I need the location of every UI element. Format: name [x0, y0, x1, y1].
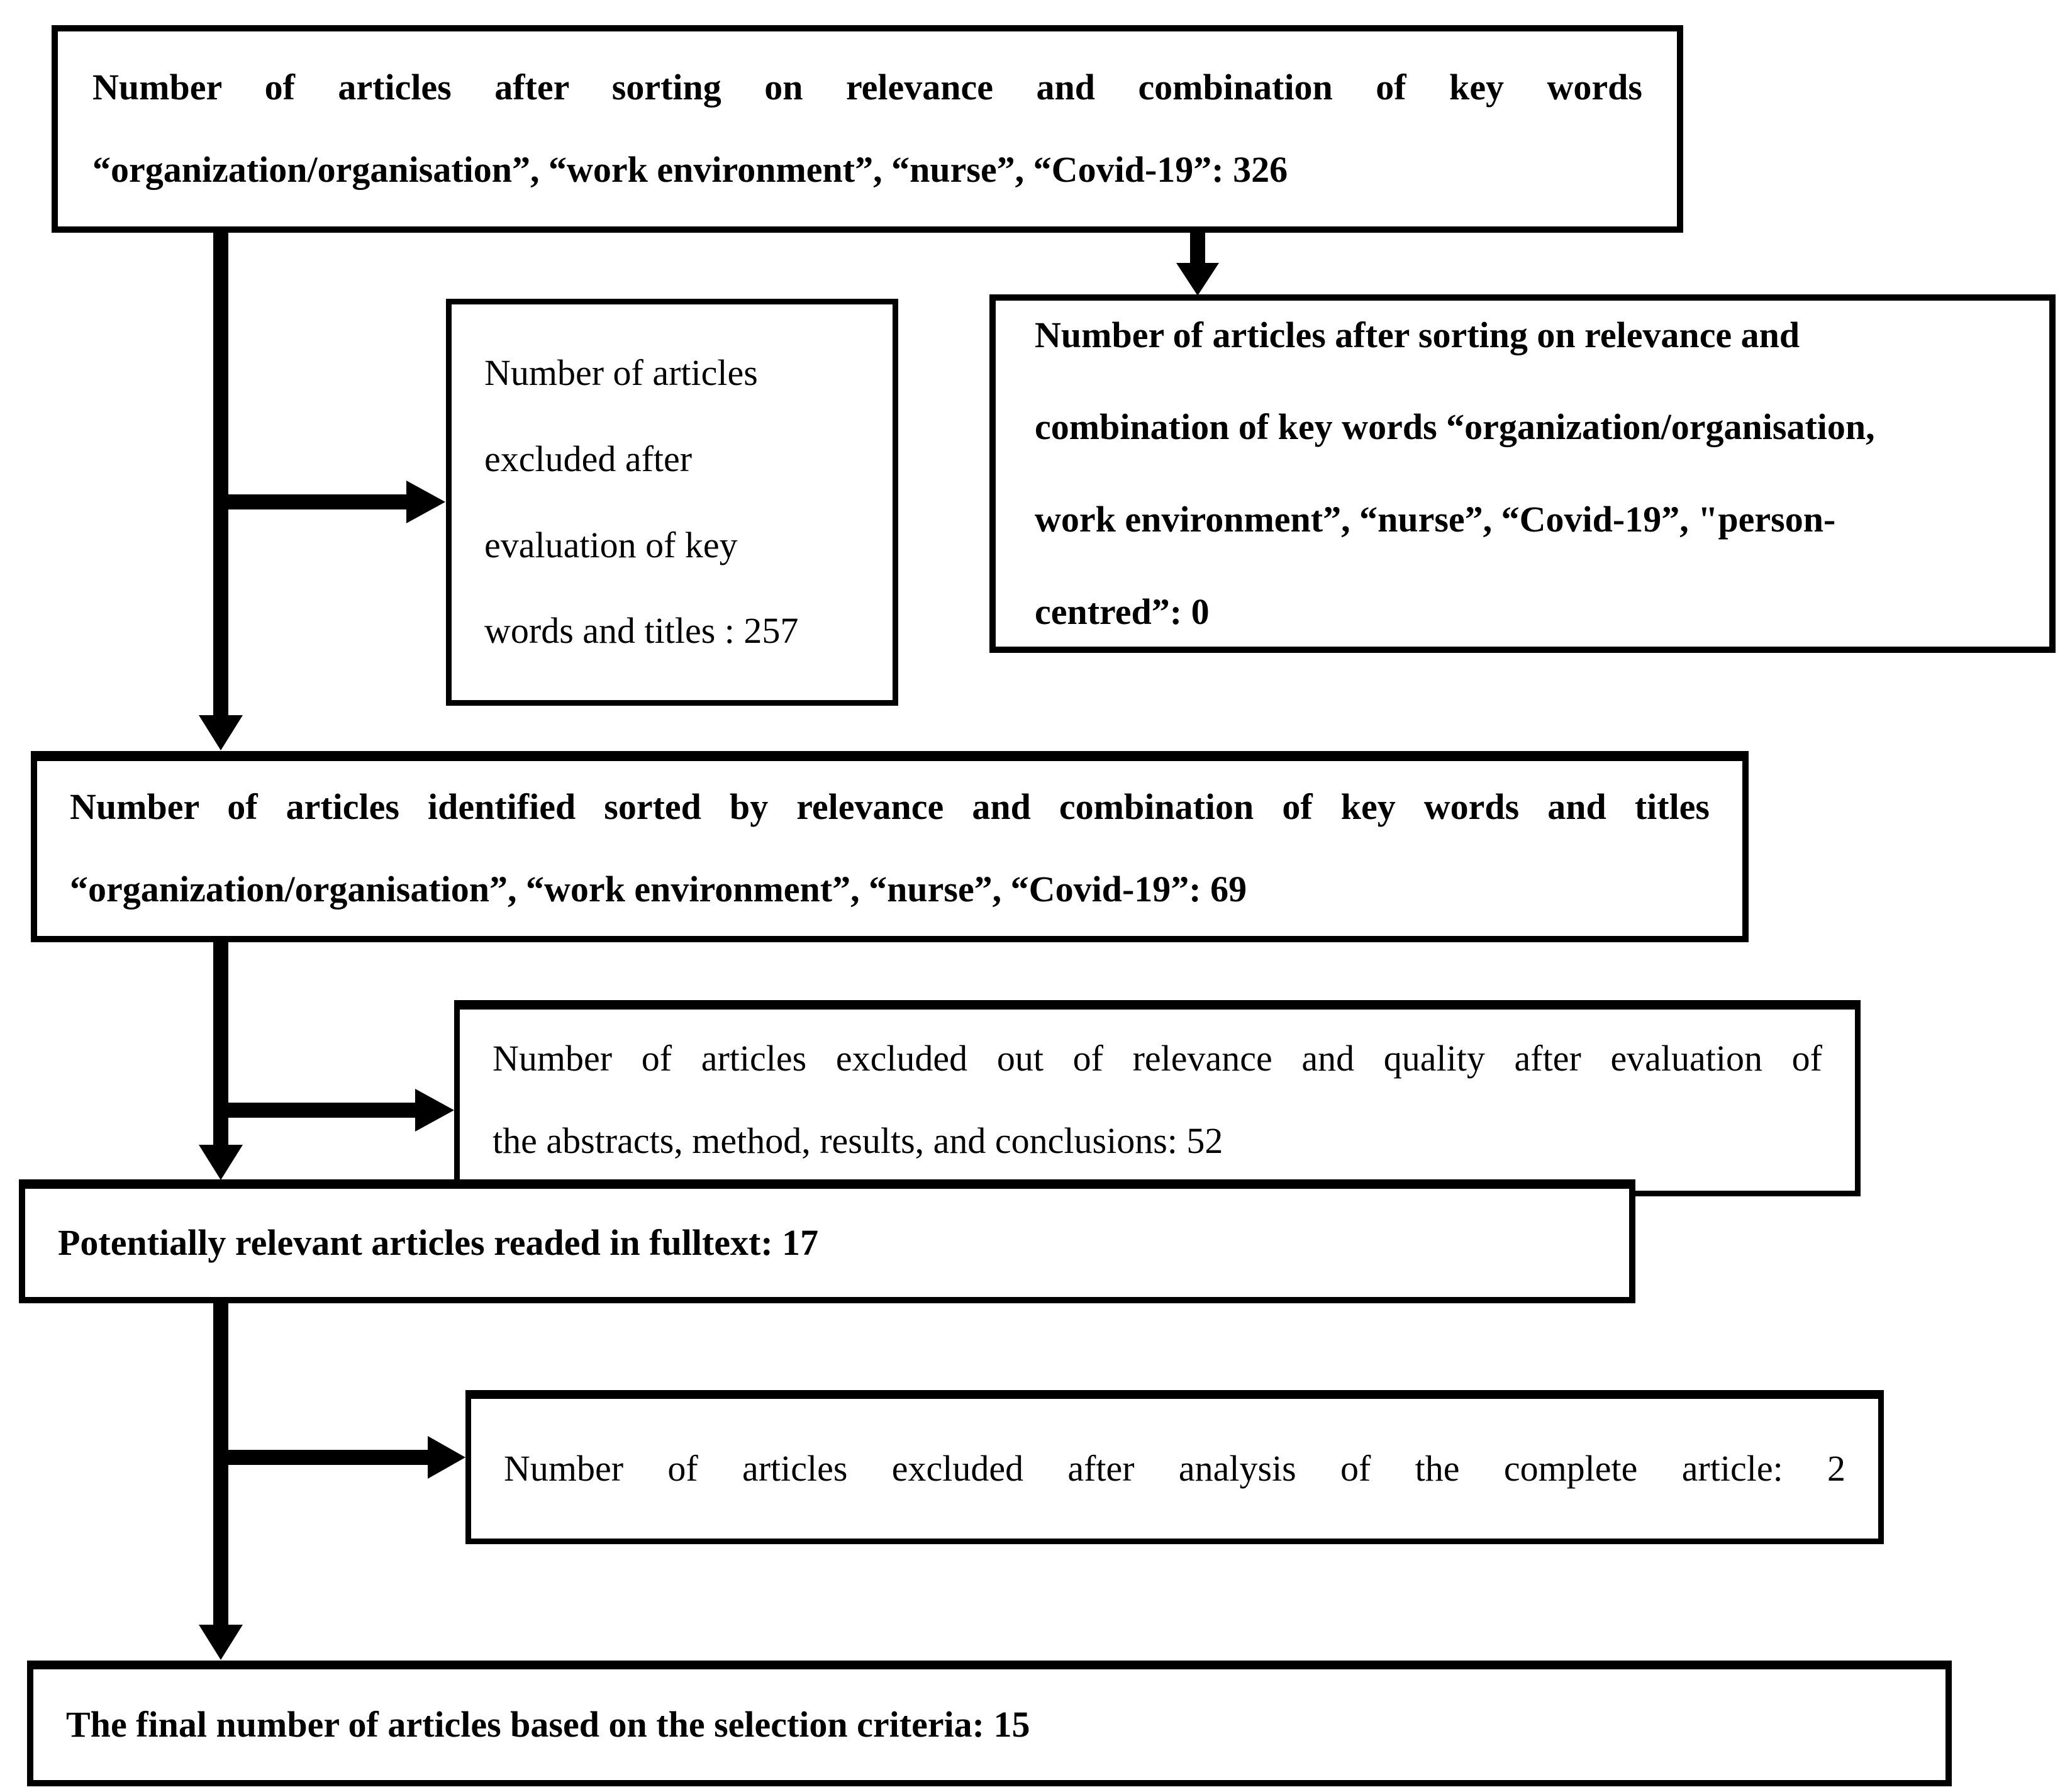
box-person-centred-search: Number of articles after sorting on rele…	[989, 294, 2056, 653]
arrow-identified-to-fulltext-head	[199, 1145, 243, 1180]
arrow-branch-to-excluded-complete-stem	[221, 1450, 428, 1465]
box-excluded-titles-line: Number of articles	[484, 352, 758, 394]
box-person-centred-line: combination of key words “organization/o…	[1035, 406, 1875, 448]
box-person-centred-line: Number of articles after sorting on rele…	[1035, 314, 1800, 355]
box-excluded-abstracts-line: the abstracts, method, results, and conc…	[493, 1120, 1223, 1161]
box-excluded-titles-line: excluded after	[484, 438, 693, 479]
box-excluded-abstracts-line: Number of articles excluded out of relev…	[493, 1038, 1822, 1079]
box-excluded-titles: Number of articles excluded after evalua…	[446, 299, 898, 706]
arrow-branch-to-excluded-titles-stem	[221, 494, 406, 509]
box-initial-search: Number of articles after sorting on rele…	[52, 25, 1683, 233]
box-excluded-abstracts: Number of articles excluded out of relev…	[454, 1000, 1861, 1196]
box-fulltext-read: Potentially relevant articles readed in …	[19, 1179, 1635, 1303]
box-excluded-complete-article-line: Number of articles excluded after analys…	[504, 1447, 1845, 1489]
box-identified-articles: Number of articles identified sorted by …	[31, 751, 1749, 942]
box-person-centred-line: work environment”, “nurse”, “Covid-19”, …	[1035, 499, 1836, 540]
box-final-line: The final number of articles based on th…	[66, 1703, 1030, 1745]
arrow-branch-to-excluded-abstracts-stem	[221, 1103, 415, 1118]
box-fulltext-line: Potentially relevant articles readed in …	[58, 1222, 819, 1263]
box-excluded-titles-line: evaluation of key	[484, 524, 738, 565]
box-initial-line: Number of articles after sorting on rele…	[92, 67, 1642, 108]
arrow-branch-to-excluded-abstracts-head	[415, 1089, 454, 1132]
box-final-selection: The final number of articles based on th…	[27, 1661, 1952, 1786]
arrow-initial-to-identified-head	[199, 715, 243, 750]
arrow-fulltext-to-final-head	[199, 1625, 243, 1660]
box-identified-line: “organization/organisation”, “work envir…	[70, 869, 1247, 910]
arrow-branch-to-excluded-complete-head	[428, 1436, 465, 1479]
box-person-centred-line: centred”: 0	[1035, 591, 1210, 632]
box-excluded-titles-line: words and titles : 257	[484, 610, 799, 652]
box-initial-line: “organization/organisation”, “work envir…	[92, 149, 1288, 190]
box-excluded-complete-article: Number of articles excluded after analys…	[465, 1390, 1884, 1544]
arrow-initial-to-person-centred-head	[1176, 263, 1219, 296]
arrow-initial-to-identified-stem	[213, 233, 228, 715]
arrow-branch-to-excluded-titles-head	[406, 481, 445, 523]
box-identified-line: Number of articles identified sorted by …	[70, 786, 1710, 828]
arrow-initial-to-person-centred-stem	[1190, 233, 1205, 264]
